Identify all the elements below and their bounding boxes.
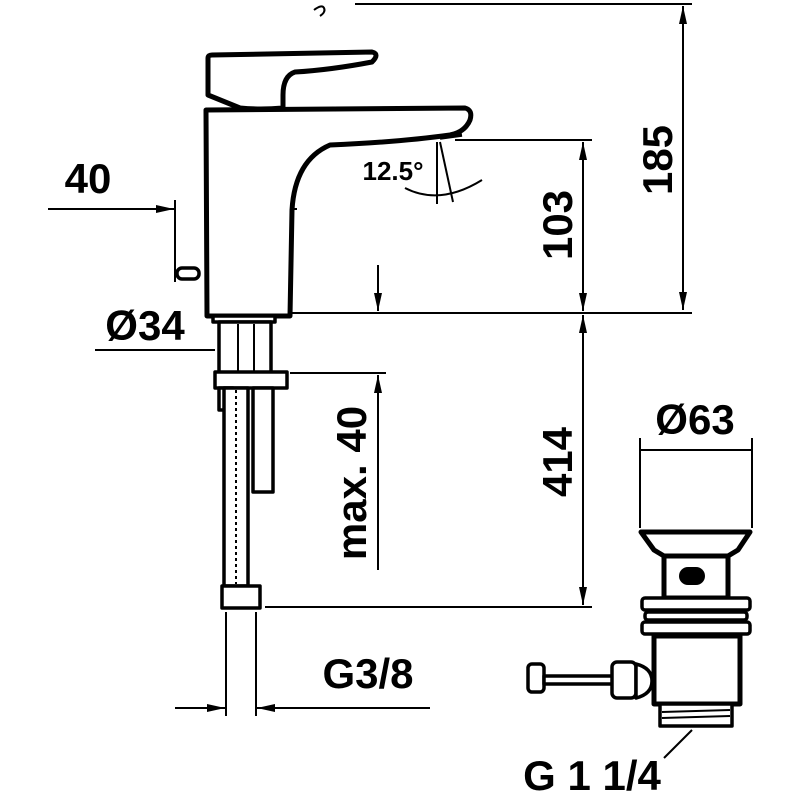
lever-end <box>526 662 546 694</box>
hose-connector <box>220 584 262 610</box>
handle-swing-mark <box>313 5 326 17</box>
drain-diameter-label: Ø63 <box>655 396 734 443</box>
total-height-dimension <box>290 3 692 314</box>
faucet-body <box>203 105 474 319</box>
angle-arc <box>404 179 483 197</box>
hose-thread-dimension <box>175 612 430 716</box>
hose-thread-label: G3/8 <box>322 650 413 697</box>
faucet <box>175 49 483 610</box>
spout-height-dimension <box>455 139 592 311</box>
total-height-label: 185 <box>634 125 681 195</box>
spout-width-label: 40 <box>65 155 112 202</box>
body-diameter-label: Ø34 <box>105 302 185 349</box>
mounting-nut <box>213 370 289 390</box>
faucet-lever <box>205 49 379 112</box>
deck-thickness-dimension <box>290 265 386 570</box>
max-deck-thickness-label: max. 40 <box>328 406 375 560</box>
pop-up-knob <box>175 266 201 281</box>
hose-length-label: 414 <box>534 426 581 497</box>
drain-slot <box>679 567 705 585</box>
hose-length-dimension <box>265 315 592 608</box>
spout-height-label: 103 <box>534 190 581 260</box>
drain-valve <box>526 438 753 759</box>
drain-thread-label: G 1 1/4 <box>523 752 661 799</box>
spout-angle-label: 12.5° <box>362 156 423 186</box>
pop-up-rod <box>251 386 275 494</box>
